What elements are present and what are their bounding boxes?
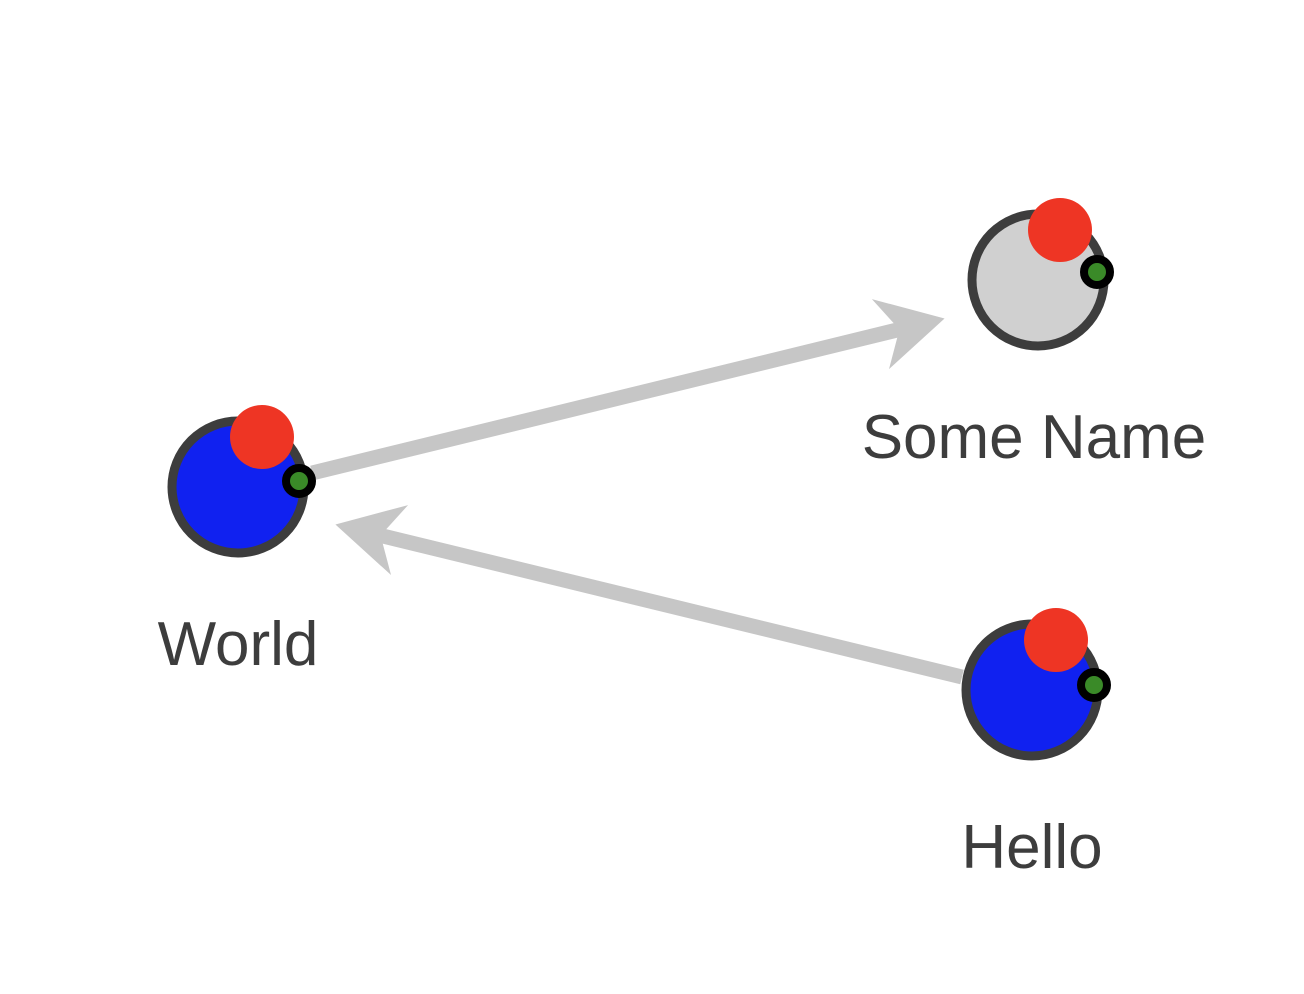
- green-badge[interactable]: [1080, 255, 1114, 289]
- red-badge[interactable]: [230, 405, 294, 469]
- node-hello-label: Hello: [961, 813, 1102, 882]
- node-world[interactable]: World: [158, 405, 319, 679]
- node-some-name[interactable]: Some Name: [862, 198, 1207, 472]
- red-badge[interactable]: [1024, 608, 1088, 672]
- green-badge[interactable]: [1077, 668, 1111, 702]
- edge-world-to-some-name[interactable]: [310, 299, 945, 481]
- node-world-label: World: [158, 610, 319, 679]
- node-hello[interactable]: Hello: [961, 608, 1111, 882]
- red-badge[interactable]: [1028, 198, 1092, 262]
- edge-hello-to-world[interactable]: [335, 505, 964, 685]
- green-badge[interactable]: [282, 464, 316, 498]
- node-some-name-label: Some Name: [862, 403, 1207, 472]
- edge-layer: [310, 299, 964, 685]
